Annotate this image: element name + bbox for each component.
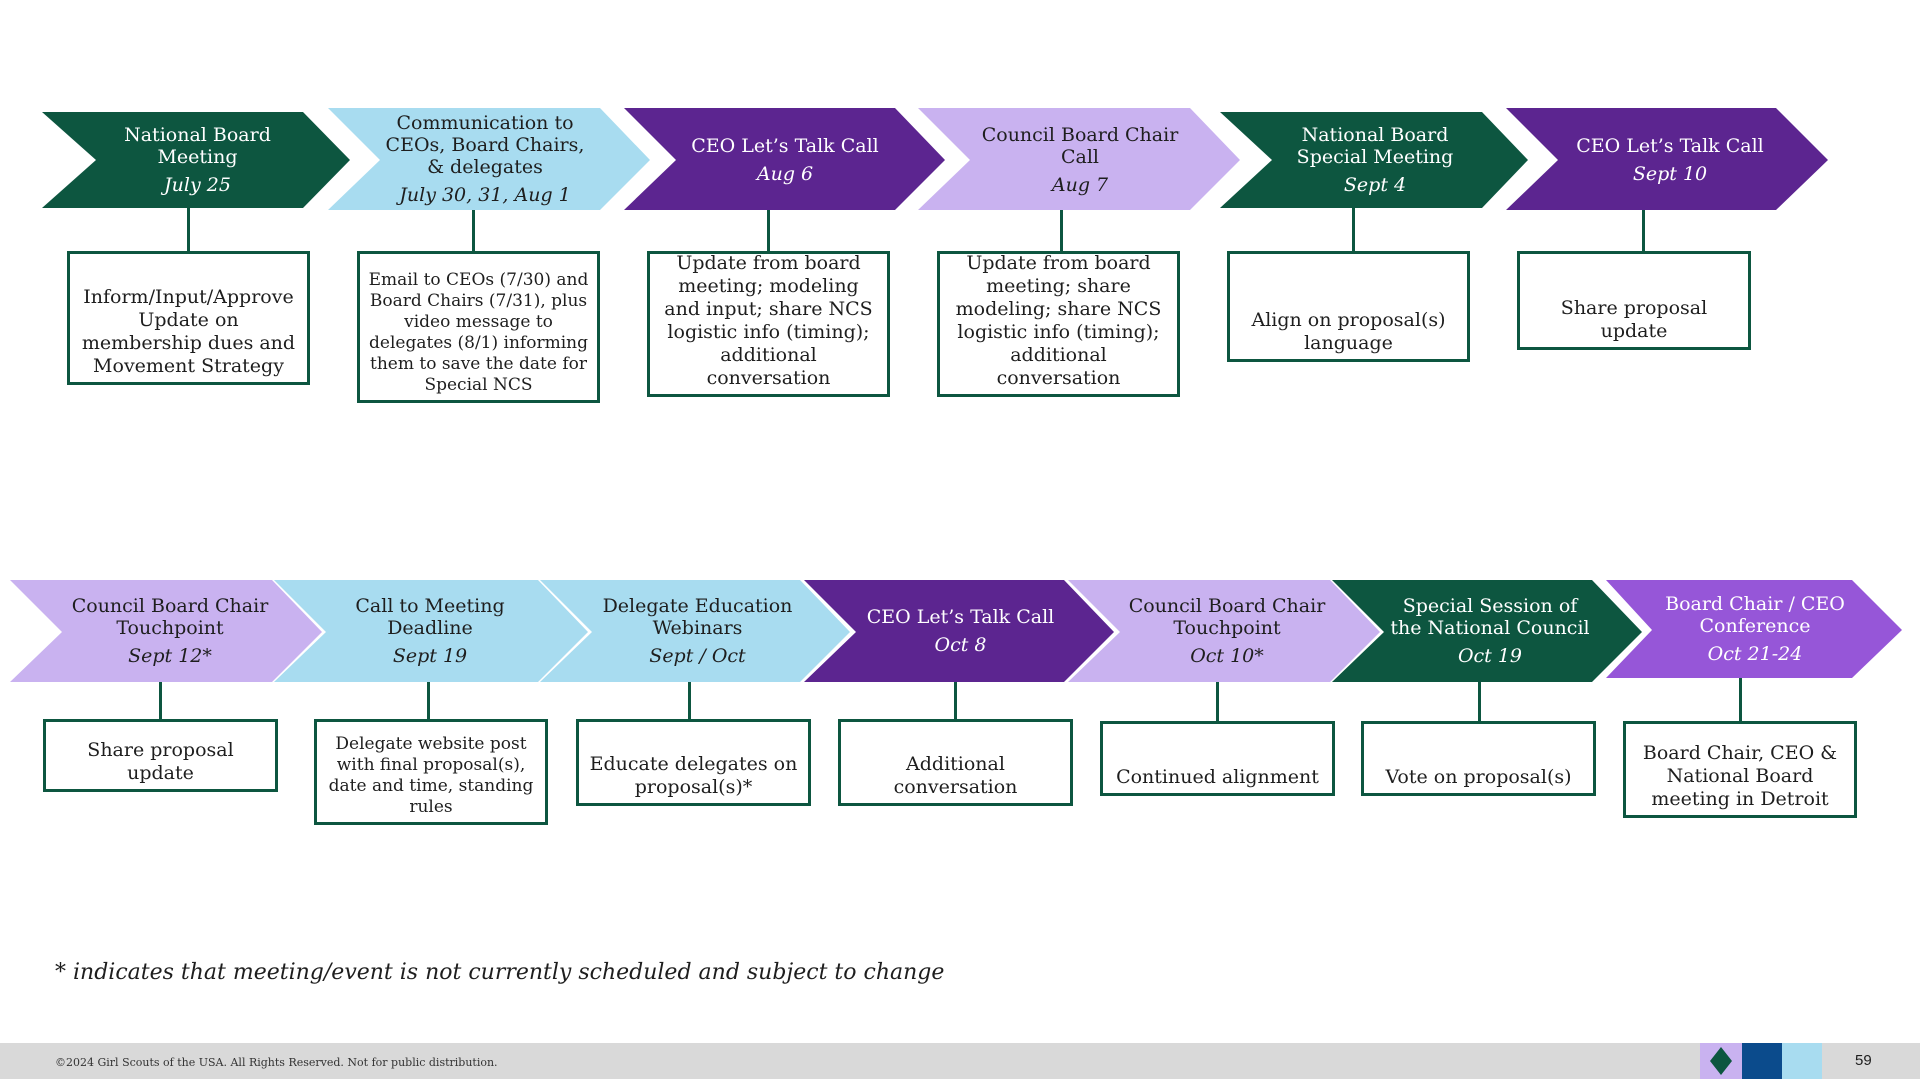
chevron-r2-7 — [1606, 580, 1902, 678]
connector — [187, 208, 190, 253]
event-description-box: Educate delegates on proposal(s)* — [576, 719, 811, 806]
event-title: Council Board Chair Call — [981, 124, 1179, 168]
event-title: Council Board Chair Touchpoint — [71, 595, 269, 639]
chevron-r1-1 — [42, 112, 350, 208]
chevron-label-r1-4: Council Board Chair Call Aug 7 — [975, 110, 1185, 210]
event-date: Oct 8 — [934, 634, 987, 656]
connector — [954, 682, 957, 720]
event-title: National Board Special Meeting — [1296, 124, 1454, 168]
event-date: July 25 — [164, 174, 231, 196]
chevron-r1-2 — [328, 108, 650, 210]
chevron-label-r2-2: Call to Meeting Deadline Sept 19 — [330, 582, 530, 680]
event-description-box: Delegate website post with final proposa… — [314, 719, 548, 825]
chevron-r1-5 — [1220, 112, 1528, 208]
event-date: Oct 21-24 — [1707, 643, 1803, 665]
chevron-r2-6 — [1332, 580, 1642, 682]
event-title: Communication to CEOs, Board Chairs, & d… — [385, 112, 585, 178]
chevron-r2-5 — [1068, 580, 1380, 682]
connector — [1478, 682, 1481, 722]
event-date: Oct 10* — [1190, 645, 1264, 667]
event-date: Sept 19 — [392, 645, 468, 667]
chevron-r2-1 — [10, 580, 322, 682]
chevron-label-r1-6: CEO Let’s Talk Call Sept 10 — [1560, 110, 1780, 210]
event-date: Oct 19 — [1457, 645, 1523, 667]
chevron-label-r2-7: Board Chair / CEO Conference Oct 21-24 — [1655, 582, 1855, 676]
chevron-label-r1-5: National Board Special Meeting Sept 4 — [1265, 114, 1485, 206]
footer-color-block-navy — [1742, 1043, 1782, 1079]
connector — [472, 210, 475, 253]
event-description-box: Share proposal update — [1517, 251, 1751, 350]
event-title: CEO Let’s Talk Call — [1576, 135, 1764, 157]
page-number: 59 — [1855, 1052, 1872, 1069]
chevron-label-r1-1: National Board Meeting July 25 — [110, 114, 285, 206]
footnote: * indicates that meeting/event is not cu… — [55, 960, 945, 985]
chevron-r2-3 — [540, 580, 850, 682]
event-title: Call to Meeting Deadline — [355, 595, 505, 639]
chevron-label-r2-4: CEO Let’s Talk Call Oct 8 — [858, 582, 1063, 680]
event-description-box: Vote on proposal(s) — [1361, 721, 1596, 796]
chevron-r1-3 — [624, 108, 945, 210]
diamond-icon — [1710, 1047, 1732, 1075]
event-title: Delegate Education Webinars — [602, 595, 793, 639]
chevron-label-r1-2: Communication to CEOs, Board Chairs, & d… — [385, 108, 585, 210]
event-title: Board Chair / CEO Conference — [1665, 593, 1845, 637]
event-description-box: Share proposal update — [43, 719, 278, 792]
event-date: Sept 10 — [1632, 163, 1708, 185]
event-date: Aug 6 — [756, 163, 814, 185]
chevron-r1-4 — [918, 108, 1240, 210]
chevron-label-r2-6: Special Session of the National Council … — [1385, 582, 1595, 680]
footer-bar — [0, 1043, 1920, 1079]
event-date: July 30, 31, Aug 1 — [399, 184, 571, 206]
chevron-label-r1-3: CEO Let’s Talk Call Aug 6 — [680, 110, 890, 210]
connector — [1642, 210, 1645, 253]
connector — [427, 682, 430, 720]
connector — [159, 682, 162, 720]
event-description-box: Board Chair, CEO & National Board meetin… — [1623, 721, 1857, 818]
connector — [1216, 682, 1219, 722]
chevron-r2-4 — [804, 580, 1114, 682]
connector — [767, 210, 770, 253]
event-description-box: Update from board meeting; modeling and … — [647, 251, 890, 397]
footer-color-block-lightblue — [1782, 1043, 1822, 1079]
event-description-box: Email to CEOs (7/30) and Board Chairs (7… — [357, 251, 600, 403]
chevron-label-r2-5: Council Board Chair Touchpoint Oct 10* — [1122, 582, 1332, 680]
event-date: Sept / Oct — [649, 645, 746, 667]
event-date: Sept 12* — [128, 645, 212, 667]
connector — [1060, 210, 1063, 253]
chevron-label-r2-3: Delegate Education Webinars Sept / Oct — [595, 582, 800, 680]
chevron-r2-2 — [274, 580, 588, 682]
chevron-label-r2-1: Council Board Chair Touchpoint Sept 12* — [65, 582, 275, 680]
event-title: Council Board Chair Touchpoint — [1128, 595, 1326, 639]
event-description-box: Align on proposal(s) language — [1227, 251, 1470, 362]
copyright-text: ©2024 Girl Scouts of the USA. All Rights… — [55, 1056, 498, 1069]
event-description-box: Additional conversation — [838, 719, 1073, 806]
event-title: Special Session of the National Council — [1390, 595, 1590, 639]
event-title: CEO Let’s Talk Call — [866, 606, 1055, 628]
connector — [1352, 208, 1355, 253]
event-title: CEO Let’s Talk Call — [691, 135, 879, 157]
event-description-box: Continued alignment — [1100, 721, 1335, 796]
event-title: National Board Meeting — [124, 124, 271, 168]
chevron-r1-6 — [1506, 108, 1828, 210]
event-description-box: Inform/Input/Approve Update on membershi… — [67, 251, 310, 385]
event-description-box: Update from board meeting; share modelin… — [937, 251, 1180, 397]
event-date: Sept 4 — [1343, 174, 1407, 196]
connector — [688, 682, 691, 720]
event-date: Aug 7 — [1051, 174, 1109, 196]
connector — [1739, 678, 1742, 722]
